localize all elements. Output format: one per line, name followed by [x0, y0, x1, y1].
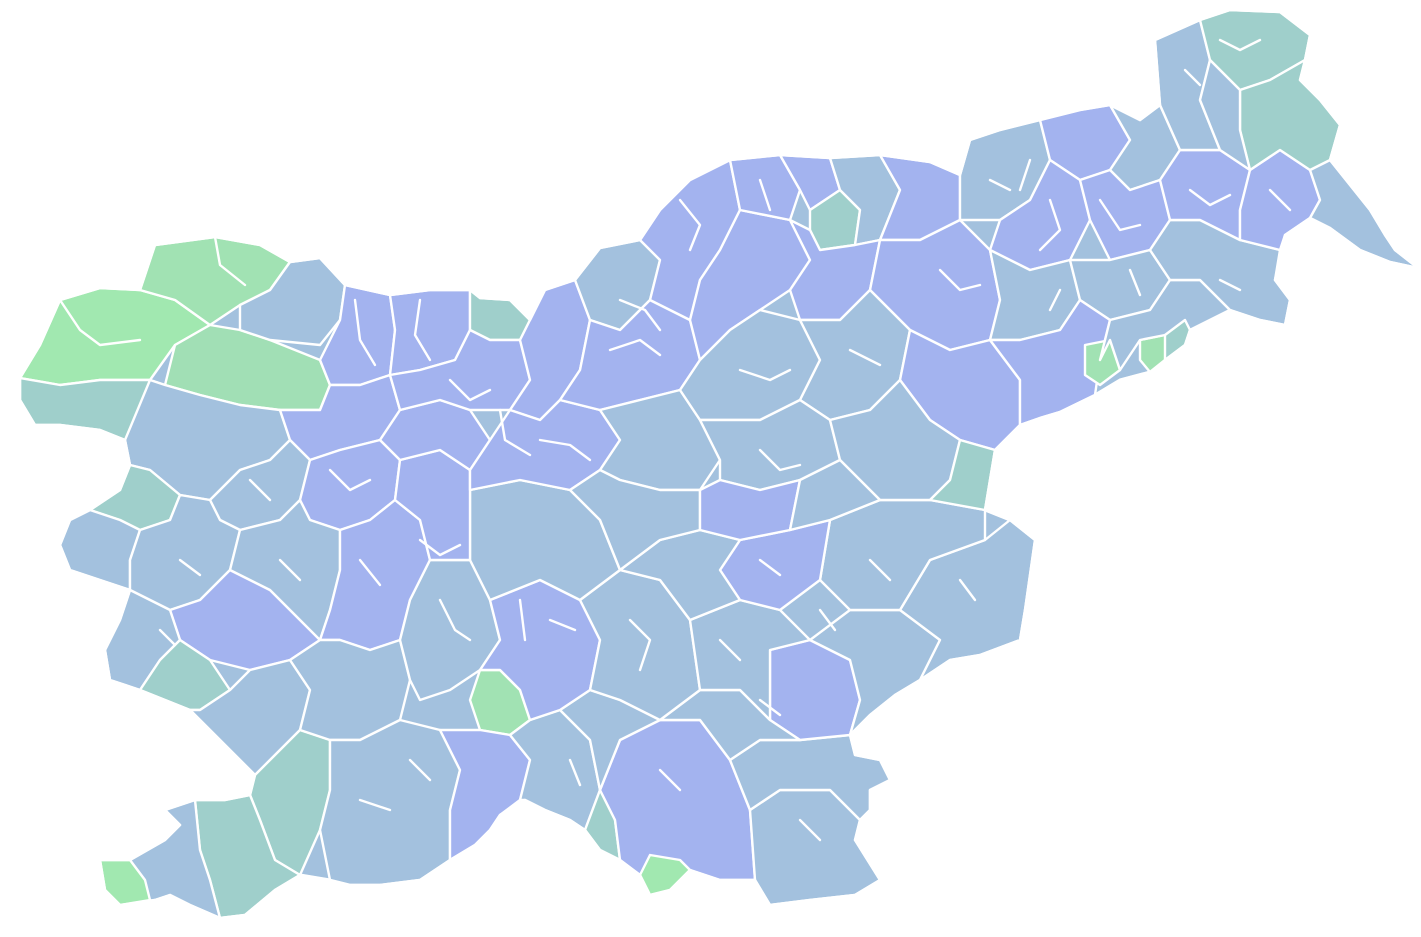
municipal-borders [58, 38, 1292, 842]
municipality-region[interactable] [1198, 58, 1252, 172]
municipality-region[interactable] [388, 328, 532, 412]
municipality-region[interactable] [698, 478, 802, 542]
municipality-region[interactable] [788, 458, 882, 532]
municipality-region[interactable] [318, 718, 462, 887]
municipalities-layer [20, 10, 1418, 918]
country-border [18, 8, 1420, 920]
municipality-region[interactable] [438, 728, 532, 862]
municipality-region[interactable] [288, 638, 412, 742]
